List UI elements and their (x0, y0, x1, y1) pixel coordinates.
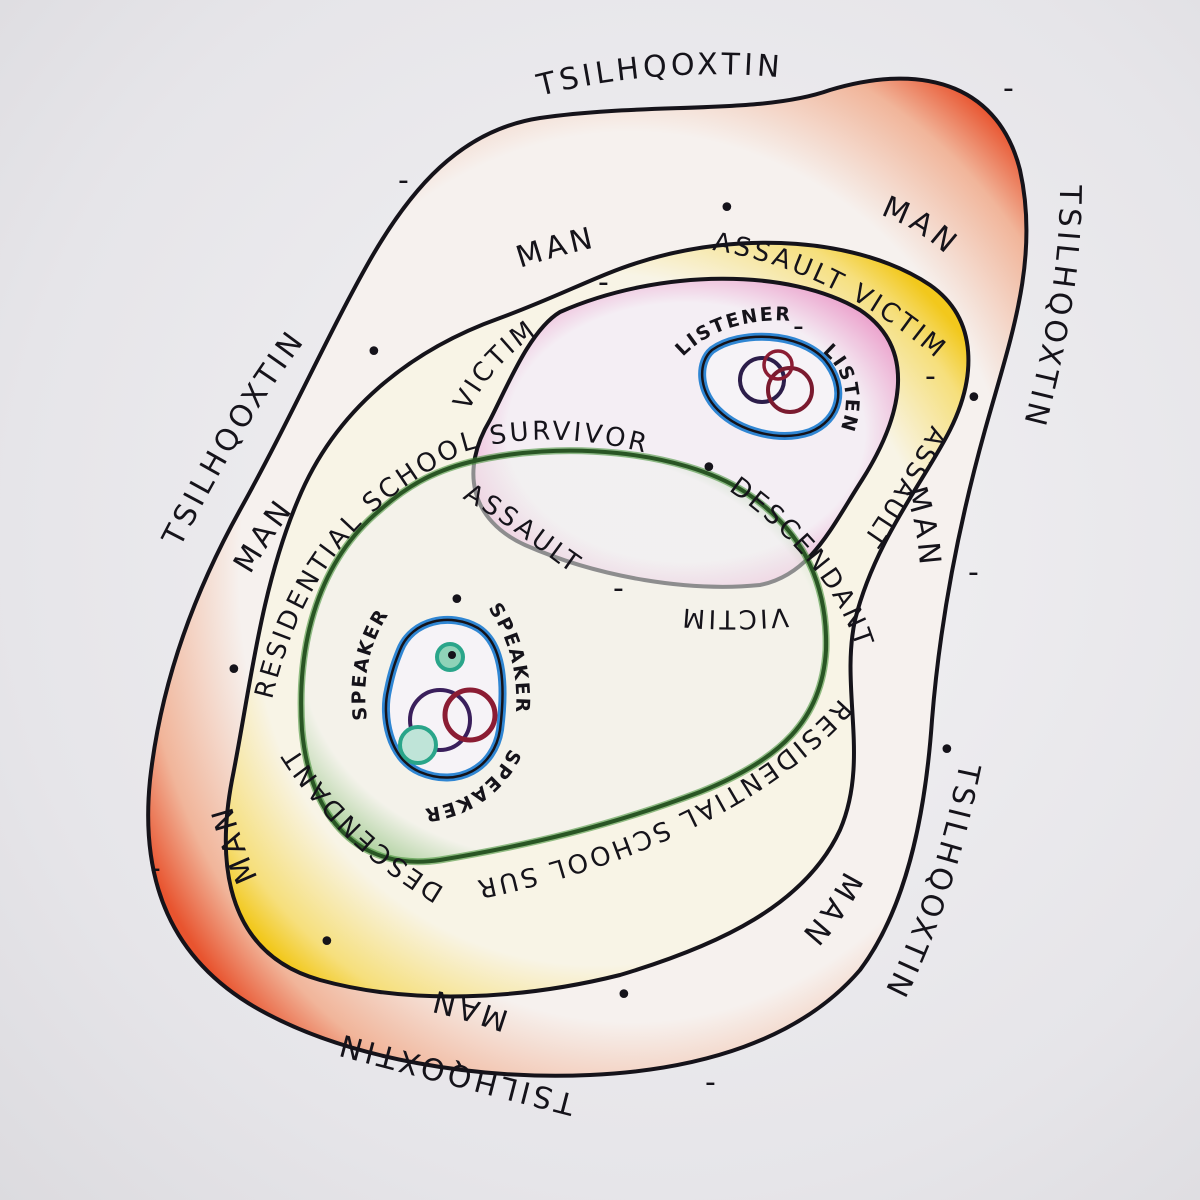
separator-marks: - - - - - - - - - • • • • • • • • • (150, 71, 1018, 1100)
speaker-teal-small-core (448, 651, 456, 659)
separator-dot: • (718, 191, 740, 226)
separator-dot: • (965, 381, 987, 416)
separator-dash: - (705, 1065, 720, 1100)
separator-dot: • (225, 653, 247, 688)
separator-dot: • (700, 451, 722, 486)
separator-dash: - (968, 555, 983, 590)
speaker-cluster (382, 615, 507, 782)
descendant-region-outline (297, 447, 830, 866)
separator-dash: - (925, 359, 940, 394)
separator-dash: - (398, 163, 413, 198)
listener-circle-a (738, 356, 786, 404)
speaker-circle-teal (398, 725, 438, 765)
speaker-circle-maroon (442, 687, 498, 743)
separator-dot: • (448, 583, 470, 618)
separator-dot: • (615, 978, 637, 1013)
separator-dot: • (365, 335, 387, 370)
label-victim-bottom: VICTIM (679, 601, 790, 634)
separator-dash: - (613, 571, 628, 606)
listener-cluster (698, 332, 843, 440)
separator-dot: • (318, 925, 340, 960)
label-tsilhqoxtin-top: TSILHQOXTIN (533, 47, 785, 104)
separator-dash: - (793, 309, 808, 344)
separator-dash: - (598, 265, 613, 300)
separator-dash: - (1003, 71, 1018, 106)
separator-dash: - (150, 851, 165, 886)
separator-dot: • (938, 733, 960, 768)
listener-circle-c (762, 349, 794, 381)
speaker-circle-purple (408, 688, 472, 752)
